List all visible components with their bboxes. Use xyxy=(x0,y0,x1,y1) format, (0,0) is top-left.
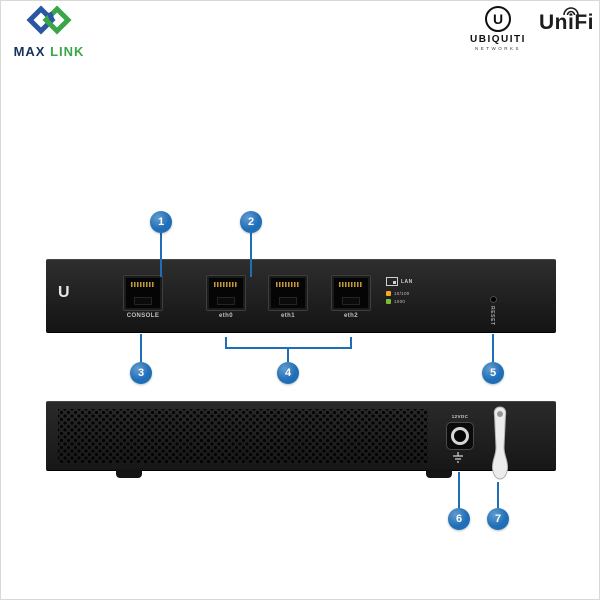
callout-line-1 xyxy=(160,233,162,277)
callout-bracket-right xyxy=(350,337,352,349)
maxlink-wordmark: MAX LINK xyxy=(9,44,89,59)
led-label-1000: 1000 xyxy=(394,299,406,304)
ubiquiti-u-icon: U xyxy=(485,6,511,32)
maxlink-word-max: MAX xyxy=(13,44,46,59)
callout-4: 4 xyxy=(277,362,299,384)
callout-bracket-left xyxy=(225,337,227,349)
callout-line-2 xyxy=(250,233,252,277)
reset-button-hole xyxy=(490,296,497,303)
maxlink-knot-icon xyxy=(26,5,72,35)
device-foot-left xyxy=(116,469,142,478)
lan-icon xyxy=(386,277,398,286)
maxlink-logo: MAX LINK xyxy=(9,5,89,59)
callout-2: 2 xyxy=(240,211,262,233)
lan-label: LAN xyxy=(401,278,413,285)
eth0-port-label: eth0 xyxy=(219,313,233,319)
power-jack xyxy=(446,422,474,450)
callout-line-3 xyxy=(140,334,142,362)
callout-7: 7 xyxy=(487,508,509,530)
power-port-label: 12VDC xyxy=(451,414,469,419)
led-swatch-1000 xyxy=(386,299,391,304)
unifi-logo: UniFi xyxy=(539,7,597,35)
callout-1: 1 xyxy=(150,211,172,233)
led-swatch-10-100 xyxy=(386,291,391,296)
callout-3: 3 xyxy=(130,362,152,384)
callout-5: 5 xyxy=(482,362,504,384)
ventilation-grille xyxy=(58,409,428,463)
unifi-wordmark: UniFi xyxy=(539,11,594,34)
reset-label: RESET xyxy=(489,306,495,326)
eth2-port-label: eth2 xyxy=(344,313,358,319)
callout-line-5 xyxy=(492,334,494,362)
eth1-port-label: eth1 xyxy=(281,313,295,319)
ubiquiti-subtitle: NETWORKS xyxy=(474,46,521,51)
callout-6: 6 xyxy=(448,508,470,530)
ubiquiti-logo: U UBIQUITI NETWORKS xyxy=(461,6,535,51)
led-legend: LAN 10/100 1000 xyxy=(386,277,448,307)
front-panel-brand-u: U xyxy=(58,284,70,301)
console-port-label: CONSOLE xyxy=(126,313,160,319)
led-label-10-100: 10/100 xyxy=(394,291,410,296)
callout-line-4 xyxy=(287,349,289,362)
eth2-port xyxy=(331,275,371,311)
unifi-signal-icon xyxy=(563,7,579,16)
ground-icon xyxy=(453,452,463,463)
console-port xyxy=(123,275,163,311)
lock-tab xyxy=(491,406,509,480)
eth0-port xyxy=(206,275,246,311)
callout-bracket-bar xyxy=(225,347,352,349)
device-foot-right xyxy=(426,469,452,478)
eth1-port xyxy=(268,275,308,311)
callout-line-6 xyxy=(458,472,460,508)
callout-line-7 xyxy=(497,482,499,508)
ubiquiti-name: UBIQUITI xyxy=(470,34,526,45)
maxlink-word-link: LINK xyxy=(50,44,85,59)
